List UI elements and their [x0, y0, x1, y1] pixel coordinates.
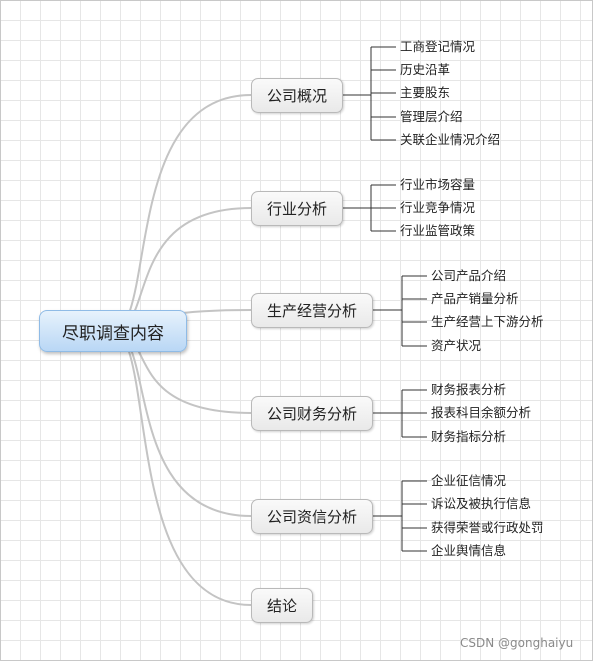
connector-root-branch-4	[111, 330, 252, 517]
leaf-affiliates[interactable]: 关联企业情况介绍	[400, 132, 501, 147]
connector-root-branch-5	[111, 330, 252, 606]
leaf-competition[interactable]: 行业竞争情况	[400, 200, 476, 215]
leaf-statements[interactable]: 财务报表分析	[431, 382, 507, 397]
leaf-litigation[interactable]: 诉讼及被执行信息	[431, 496, 532, 511]
leaf-company-history[interactable]: 历史沿革	[400, 62, 451, 77]
branch-company-overview[interactable]: 公司概况	[251, 78, 343, 113]
leaf-production-sales[interactable]: 产品产销量分析	[431, 291, 519, 306]
leaf-supply-chain[interactable]: 生产经营上下游分析	[431, 314, 544, 329]
branch-credit-analysis[interactable]: 公司资信分析	[251, 499, 373, 534]
branch-operations-analysis[interactable]: 生产经营分析	[251, 293, 373, 328]
branch-financial-analysis[interactable]: 公司财务分析	[251, 396, 373, 431]
leaf-public-opinion[interactable]: 企业舆情信息	[431, 543, 507, 558]
leaf-management[interactable]: 管理层介绍	[400, 109, 463, 124]
leaf-market-size[interactable]: 行业市场容量	[400, 177, 476, 192]
leaf-business-registration[interactable]: 工商登记情况	[400, 39, 476, 54]
leaf-honors-penalties[interactable]: 获得荣誉或行政处罚	[431, 520, 544, 535]
connector-root-branch-0	[111, 94, 252, 332]
leaf-regulation[interactable]: 行业监管政策	[400, 223, 476, 238]
watermark: CSDN @gonghaiyu	[460, 636, 574, 650]
leaf-products[interactable]: 公司产品介绍	[431, 268, 507, 283]
branch-conclusion[interactable]: 结论	[251, 588, 313, 623]
branch-industry-analysis[interactable]: 行业分析	[251, 191, 343, 226]
leaf-account-balances[interactable]: 报表科目余额分析	[431, 405, 532, 420]
root-node[interactable]: 尽职调查内容	[39, 310, 187, 352]
leaf-assets[interactable]: 资产状况	[431, 338, 482, 353]
leaf-major-shareholders[interactable]: 主要股东	[400, 85, 451, 100]
leaf-financial-ratios[interactable]: 财务指标分析	[431, 429, 507, 444]
leaf-credit-report[interactable]: 企业征信情况	[431, 473, 507, 488]
